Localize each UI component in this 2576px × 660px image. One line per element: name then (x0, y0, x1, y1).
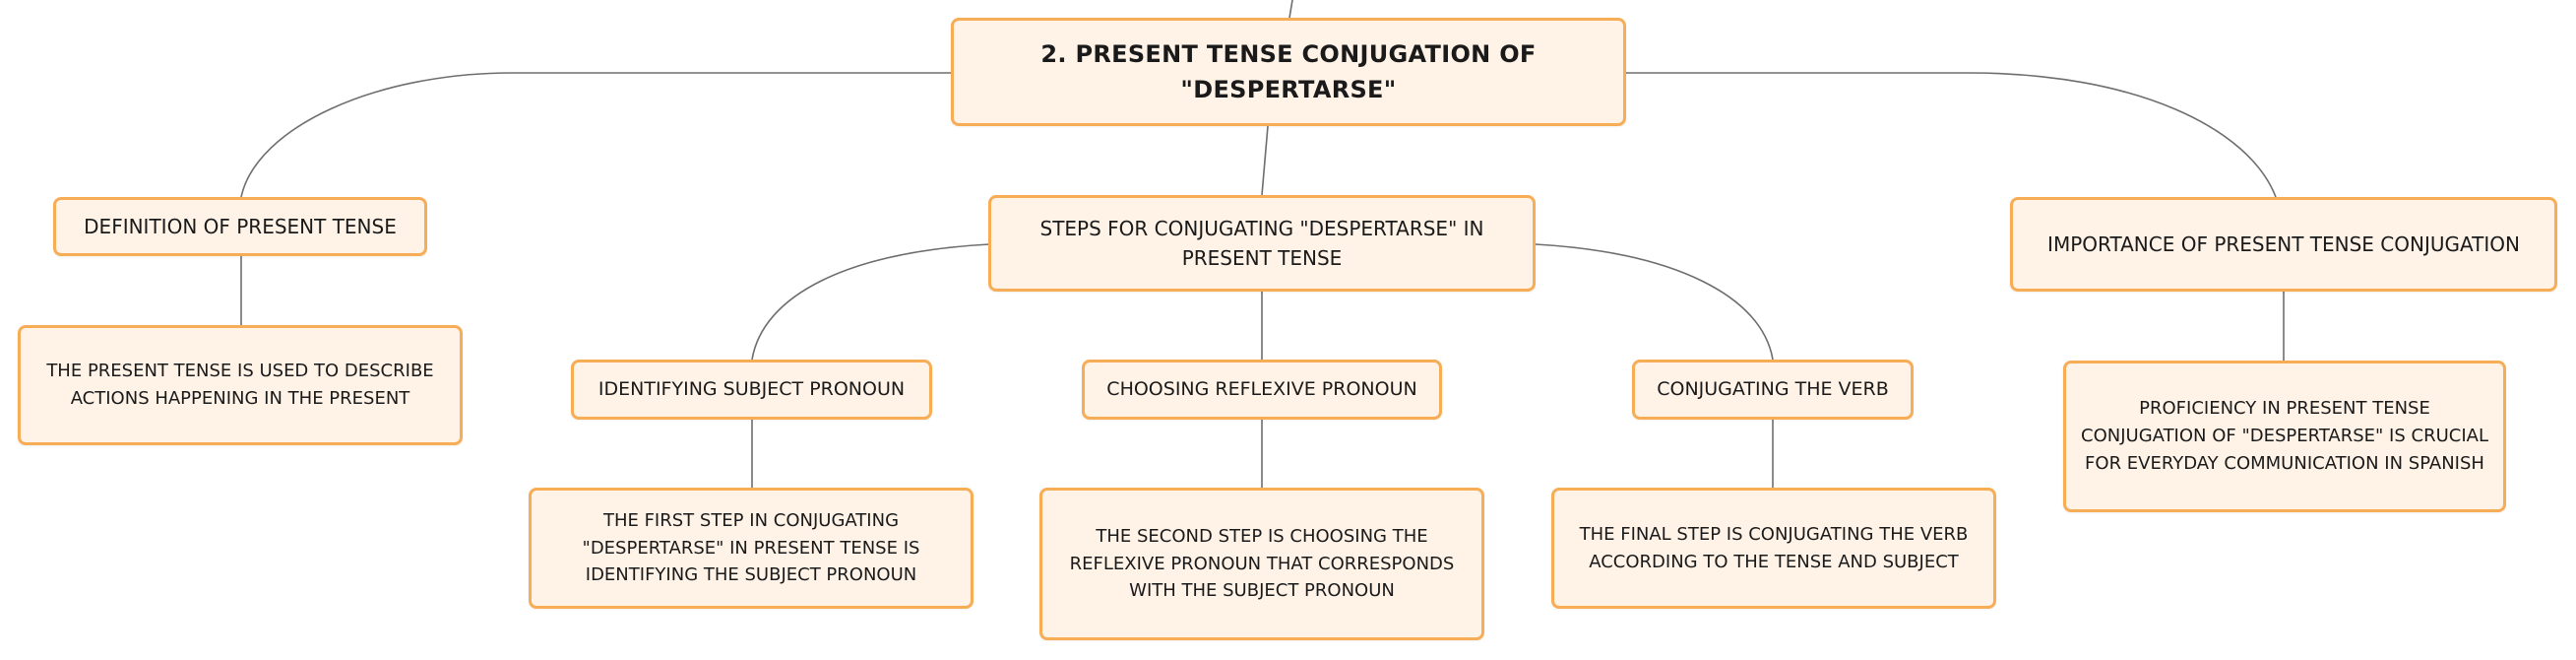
connector-root-importance (1624, 72, 2277, 198)
step-detail-node-2[interactable]: THE SECOND STEP IS CHOOSING THE REFLEXIV… (1039, 488, 1484, 640)
step-detail-text: THE SECOND STEP IS CHOOSING THE REFLEXIV… (1069, 525, 1455, 602)
step-node-label: IDENTIFYING SUBJECT PRONOUN (597, 378, 906, 401)
connector-root-definition (240, 72, 951, 198)
importance-node[interactable]: IMPORTANCE OF PRESENT TENSE CONJUGATION (2010, 197, 2557, 292)
connector-steps-step3 (1535, 243, 1774, 361)
step-node-label: CHOOSING REFLEXIVE PRONOUN (1106, 378, 1417, 401)
definition-node[interactable]: DEFINITION OF PRESENT TENSE (53, 197, 427, 256)
step-node-identifying-subject-pronoun[interactable]: IDENTIFYING SUBJECT PRONOUN (571, 360, 932, 420)
connector-parent-in (1288, 0, 1293, 19)
connector-steps-step1 (751, 243, 990, 361)
importance-detail-text: PROFICIENCY IN PRESENT TENSE CONJUGATION… (2081, 398, 2488, 474)
step-detail-node-3[interactable]: THE FINAL STEP IS CONJUGATING THE VERB A… (1551, 488, 1996, 609)
connector-root-steps (1261, 125, 1269, 196)
root-node[interactable]: 2. PRESENT TENSE CONJUGATION OF "DESPERT… (951, 18, 1626, 126)
definition-node-label: DEFINITION OF PRESENT TENSE (84, 215, 397, 238)
definition-detail-text: THE PRESENT TENSE IS USED TO DESCRIBE AC… (46, 361, 434, 409)
steps-node-label: STEPS FOR CONJUGATING "DESPERTARSE" IN P… (1039, 217, 1484, 270)
steps-node[interactable]: STEPS FOR CONJUGATING "DESPERTARSE" IN P… (988, 195, 1536, 292)
step-detail-text: THE FINAL STEP IS CONJUGATING THE VERB A… (1579, 523, 1969, 572)
root-node-label: 2. PRESENT TENSE CONJUGATION OF "DESPERT… (1040, 40, 1537, 103)
importance-node-label: IMPORTANCE OF PRESENT TENSE CONJUGATION (2047, 232, 2520, 256)
definition-detail-node[interactable]: THE PRESENT TENSE IS USED TO DESCRIBE AC… (18, 325, 463, 445)
step-node-label: CONJUGATING THE VERB (1657, 378, 1889, 401)
step-detail-node-1[interactable]: THE FIRST STEP IN CONJUGATING "DESPERTAR… (529, 488, 974, 609)
step-detail-text: THE FIRST STEP IN CONJUGATING "DESPERTAR… (582, 509, 920, 586)
step-node-conjugating-the-verb[interactable]: CONJUGATING THE VERB (1632, 360, 1914, 420)
importance-detail-node[interactable]: PROFICIENCY IN PRESENT TENSE CONJUGATION… (2063, 361, 2506, 512)
step-node-choosing-reflexive-pronoun[interactable]: CHOOSING REFLEXIVE PRONOUN (1082, 360, 1442, 420)
